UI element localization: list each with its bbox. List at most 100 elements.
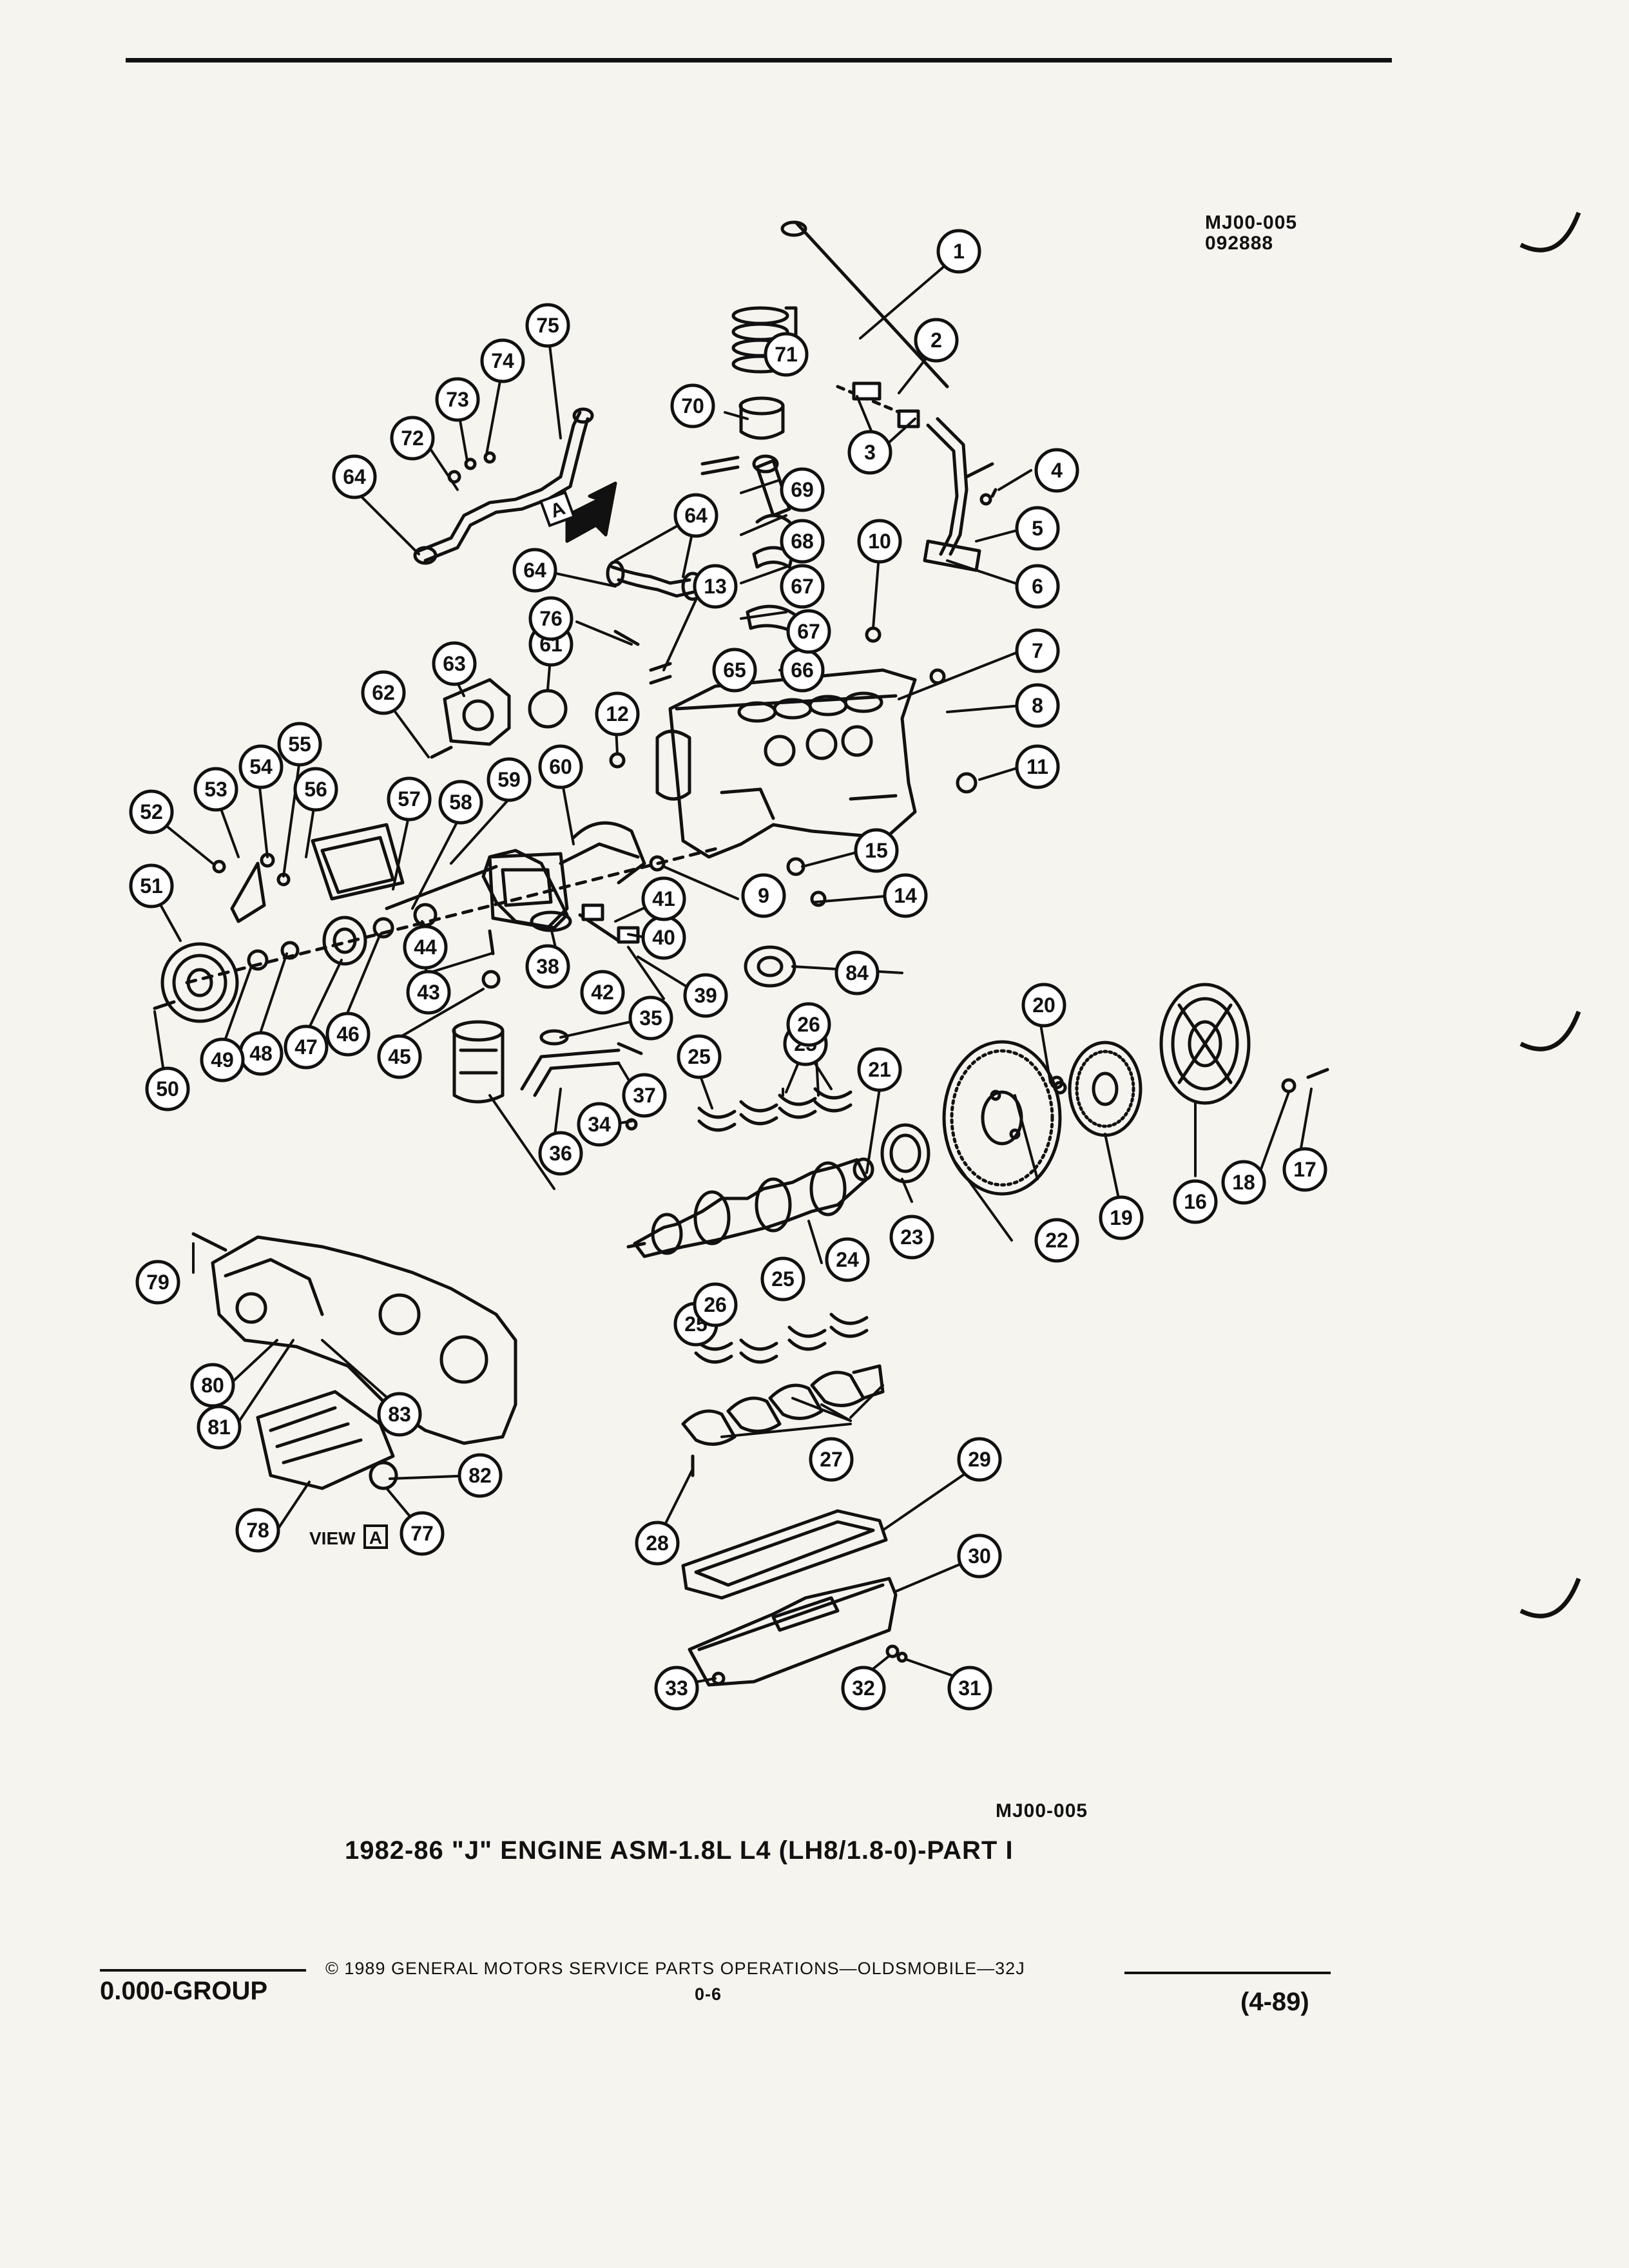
callout-number: 75 <box>536 314 559 337</box>
callout-number: 32 <box>852 1677 875 1700</box>
callout-number: 81 <box>207 1416 231 1439</box>
callout-45: 45 <box>377 1034 422 1079</box>
footer-group: 0.000-GROUP <box>100 1977 268 2005</box>
callout-circle <box>847 430 892 475</box>
callout-number: 14 <box>894 884 917 907</box>
callout-marker-a: A <box>539 490 576 528</box>
callout-number: 2 <box>930 329 942 352</box>
callout-number: 46 <box>336 1023 360 1046</box>
callout-68: 68 <box>780 519 825 564</box>
callout-49: 49 <box>200 1037 245 1082</box>
callout-circle <box>1015 744 1060 789</box>
callout-circle <box>760 1256 805 1302</box>
callout-number: 84 <box>845 961 869 985</box>
footer-rule-right <box>1124 1972 1331 1974</box>
callout-70: 70 <box>670 383 715 428</box>
callout-1: 1 <box>936 229 981 274</box>
callout-number: 17 <box>1293 1158 1316 1181</box>
dipstick-drawing <box>780 220 994 572</box>
leader-lines <box>144 260 1313 1686</box>
callout-circle <box>580 970 625 1015</box>
callout-75: 75 <box>525 303 570 348</box>
callout-number: 41 <box>652 887 675 910</box>
callout-10: 10 <box>857 519 902 564</box>
callout-64: 64 <box>673 493 718 538</box>
callout-4: 4 <box>1034 448 1079 493</box>
callout-73: 73 <box>435 377 480 422</box>
callout-number: 16 <box>1184 1190 1207 1213</box>
callout-circle <box>809 1437 854 1482</box>
callout-76: 76 <box>528 596 574 641</box>
view-a-label: VIEW A <box>309 1524 388 1549</box>
drawing-code-header: MJ00-005 092888 <box>1205 213 1297 254</box>
callout-number: 52 <box>140 800 163 823</box>
callout-marker-box <box>539 490 576 528</box>
callout-circle <box>293 767 338 812</box>
callout-54: 54 <box>238 744 284 789</box>
water-pump-drawing <box>430 678 568 759</box>
callout-69: 69 <box>780 467 825 512</box>
callout-78: 78 <box>235 1508 280 1553</box>
callout-circle <box>889 1215 934 1260</box>
callout-number: 48 <box>249 1042 273 1065</box>
callout-circle <box>487 757 532 802</box>
callout-number: 21 <box>868 1058 891 1081</box>
callout-number: 4 <box>1051 459 1063 482</box>
callout-circle <box>525 944 570 989</box>
callout-23: 23 <box>889 1215 934 1260</box>
callout-number: 68 <box>791 530 814 553</box>
callout-number: 78 <box>246 1519 269 1542</box>
callout-62: 62 <box>361 670 406 715</box>
callout-circle <box>528 596 574 641</box>
small-hardware-drawing <box>212 451 1067 1131</box>
callout-number: 19 <box>1110 1206 1133 1229</box>
callout-circle <box>834 950 880 995</box>
callout-circle <box>525 303 570 348</box>
callout-circle <box>325 1012 371 1057</box>
callout-number: 77 <box>410 1522 434 1545</box>
callout-number: 67 <box>797 620 820 643</box>
callout-number: 74 <box>491 349 514 372</box>
callout-19: 19 <box>1099 1195 1144 1240</box>
callout-number: 37 <box>633 1084 656 1107</box>
callout-number: 29 <box>968 1448 991 1471</box>
callout-circle <box>825 1237 870 1282</box>
callout-number: 66 <box>791 658 814 682</box>
callout-3: 3 <box>847 430 892 475</box>
callout-circle <box>741 873 786 918</box>
callout-circle <box>957 1437 1002 1482</box>
flywheel-drawing <box>942 1040 1062 1196</box>
callout-number: 34 <box>588 1113 611 1136</box>
piston-drawing <box>700 306 798 476</box>
view-label: VIEW <box>309 1528 356 1548</box>
callout-50: 50 <box>145 1066 190 1111</box>
callout-circle <box>712 648 757 693</box>
damper-drawing <box>744 945 796 988</box>
callout-circle <box>238 744 284 789</box>
callout-30: 30 <box>957 1533 1002 1579</box>
callout-67: 67 <box>786 609 831 654</box>
timing-cover-drawing <box>385 821 646 930</box>
callout-71: 71 <box>764 332 809 377</box>
callout-18: 18 <box>1221 1160 1266 1205</box>
callout-number: 22 <box>1045 1229 1068 1252</box>
callout-39: 39 <box>683 973 728 1018</box>
callout-number: 82 <box>468 1464 492 1487</box>
callout-circle <box>1015 683 1060 728</box>
engine-parts-drawing <box>144 220 1329 1687</box>
oil-pan-drawing <box>688 1577 908 1687</box>
figure-title: 1982-86 "J" ENGINE ASM-1.8L L4 (LH8/1.8-… <box>345 1836 1014 1865</box>
timing-belt-cover-drawing <box>230 823 405 923</box>
callout-12: 12 <box>595 691 640 736</box>
pressure-plate-drawing <box>1159 983 1329 1105</box>
callout-number: 38 <box>536 955 559 978</box>
callout-circle <box>284 1024 329 1070</box>
callout-circle <box>883 873 928 918</box>
callout-number: 25 <box>688 1045 711 1068</box>
callout-number: 26 <box>797 1013 820 1036</box>
callout-number: 23 <box>900 1225 923 1249</box>
callout-circle <box>538 1131 583 1176</box>
callout-28: 28 <box>635 1521 680 1566</box>
view-a-inset-drawing <box>191 1232 517 1490</box>
